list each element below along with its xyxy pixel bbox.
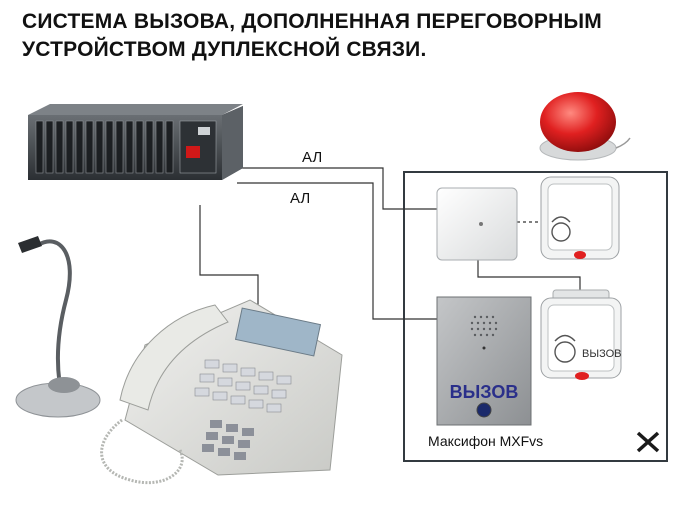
- intercom-panel-text: ВЫЗОВ: [450, 382, 519, 402]
- call-system-box: [436, 187, 518, 261]
- intercom-label: Максифон MXFvs: [428, 433, 544, 449]
- phone-display: [234, 307, 322, 357]
- nurse-icon: [551, 222, 571, 242]
- call-button-lower: [540, 289, 622, 380]
- line-label-top: АЛ: [302, 149, 323, 166]
- intercom-panel: [436, 296, 532, 426]
- wire-al-bottom: [237, 182, 437, 320]
- call-led-icon: [574, 251, 586, 259]
- power-switch-icon: [186, 146, 200, 158]
- call-led-icon: [575, 372, 589, 380]
- system-telephone: [100, 299, 343, 485]
- intercom-call-button-icon: [476, 402, 492, 418]
- nurse-icon: [554, 341, 576, 363]
- call-button-upper: [540, 176, 620, 260]
- title-line-2: УСТРОЙСТВОМ ДУПЛЕКСНОЙ СВЯЗИ.: [22, 38, 427, 61]
- maxifone-logo-icon: [636, 430, 660, 454]
- handset-cord: [100, 418, 184, 485]
- call-button-text: ВЫЗОВ: [582, 348, 622, 360]
- wires: [199, 167, 581, 320]
- wire-al-top: [230, 167, 437, 210]
- title-line-1: СИСТЕМА ВЫЗОВА, ДОПОЛНЕННАЯ ПЕРЕГОВОРНЫМ: [22, 10, 602, 33]
- wire-phone: [199, 205, 259, 306]
- line-label-bottom: АЛ: [290, 190, 311, 207]
- diagram-title: СИСТЕМА ВЫЗОВА, ДОПОЛНЕННАЯ ПЕРЕГОВОРНЫМ…: [22, 8, 602, 64]
- pbx-rack: [28, 104, 243, 180]
- red-signal-lamp: [539, 92, 631, 161]
- wire-box-to-lower-button: [477, 260, 581, 290]
- desk-microphone: [15, 236, 101, 418]
- call-system-frame: [403, 171, 668, 462]
